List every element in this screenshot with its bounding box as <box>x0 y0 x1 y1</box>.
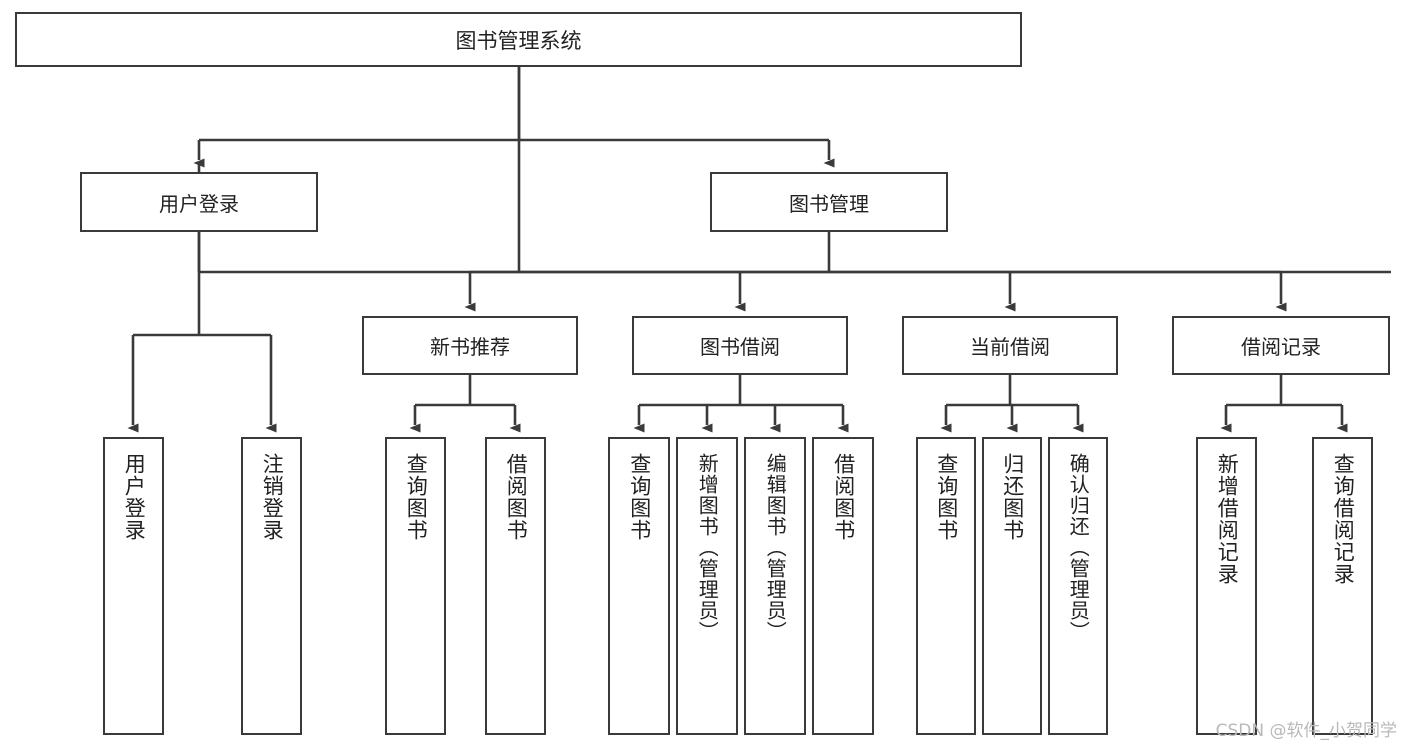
leaf-label: 确认归还（管理员） <box>1066 453 1091 642</box>
leaf-query-book-new[interactable]: 查询图书 <box>385 437 446 735</box>
leaf-label: 查询借阅记录 <box>1331 453 1356 585</box>
node-label: 图书管理 <box>789 191 869 216</box>
leaf-borrow-book[interactable]: 借阅图书 <box>812 437 874 735</box>
leaf-borrow-book-new[interactable]: 借阅图书 <box>485 437 546 735</box>
node-root-system[interactable]: 图书管理系统 <box>15 12 1022 67</box>
leaf-label: 查询图书 <box>404 453 429 541</box>
leaf-label: 查询图书 <box>627 453 652 541</box>
watermark: CSDN @软件_小贺同学 <box>1215 721 1397 741</box>
leaf-confirm-return-admin[interactable]: 确认归还（管理员） <box>1048 437 1108 735</box>
leaf-label: 借阅图书 <box>504 453 529 541</box>
node-label: 图书借阅 <box>700 335 780 359</box>
leaf-add-book-admin[interactable]: 新增图书（管理员） <box>676 437 738 735</box>
leaf-label: 编辑图书（管理员） <box>763 453 788 642</box>
node-label: 借阅记录 <box>1241 335 1321 359</box>
leaf-edit-book-admin[interactable]: 编辑图书（管理员） <box>744 437 806 735</box>
leaf-label: 注销登录 <box>260 453 285 541</box>
node-label: 新书推荐 <box>430 335 510 359</box>
leaf-add-borrow-record[interactable]: 新增借阅记录 <box>1196 437 1257 735</box>
leaf-label: 用户登录 <box>122 453 147 541</box>
leaf-query-book-borrow[interactable]: 查询图书 <box>608 437 670 735</box>
node-label: 用户登录 <box>159 191 239 216</box>
node-book-management[interactable]: 图书管理 <box>710 172 948 232</box>
node-current-borrow[interactable]: 当前借阅 <box>902 316 1118 375</box>
node-user-login[interactable]: 用户登录 <box>80 172 318 232</box>
leaf-label: 新增图书（管理员） <box>695 453 720 642</box>
leaf-label: 新增借阅记录 <box>1215 453 1240 585</box>
node-label: 图书管理系统 <box>455 28 582 53</box>
node-borrow-records[interactable]: 借阅记录 <box>1172 316 1390 375</box>
leaf-user-login[interactable]: 用户登录 <box>103 437 164 735</box>
node-new-book-recommend[interactable]: 新书推荐 <box>362 316 578 375</box>
node-label: 当前借阅 <box>970 335 1050 359</box>
leaf-label: 借阅图书 <box>831 453 856 541</box>
leaf-logout[interactable]: 注销登录 <box>241 437 302 735</box>
leaf-label: 归还图书 <box>1000 453 1025 541</box>
node-book-borrow[interactable]: 图书借阅 <box>632 316 848 375</box>
leaf-query-borrow-record[interactable]: 查询借阅记录 <box>1312 437 1373 735</box>
leaf-query-book-current[interactable]: 查询图书 <box>916 437 976 735</box>
leaf-label: 查询图书 <box>934 453 959 541</box>
leaf-return-book[interactable]: 归还图书 <box>982 437 1042 735</box>
